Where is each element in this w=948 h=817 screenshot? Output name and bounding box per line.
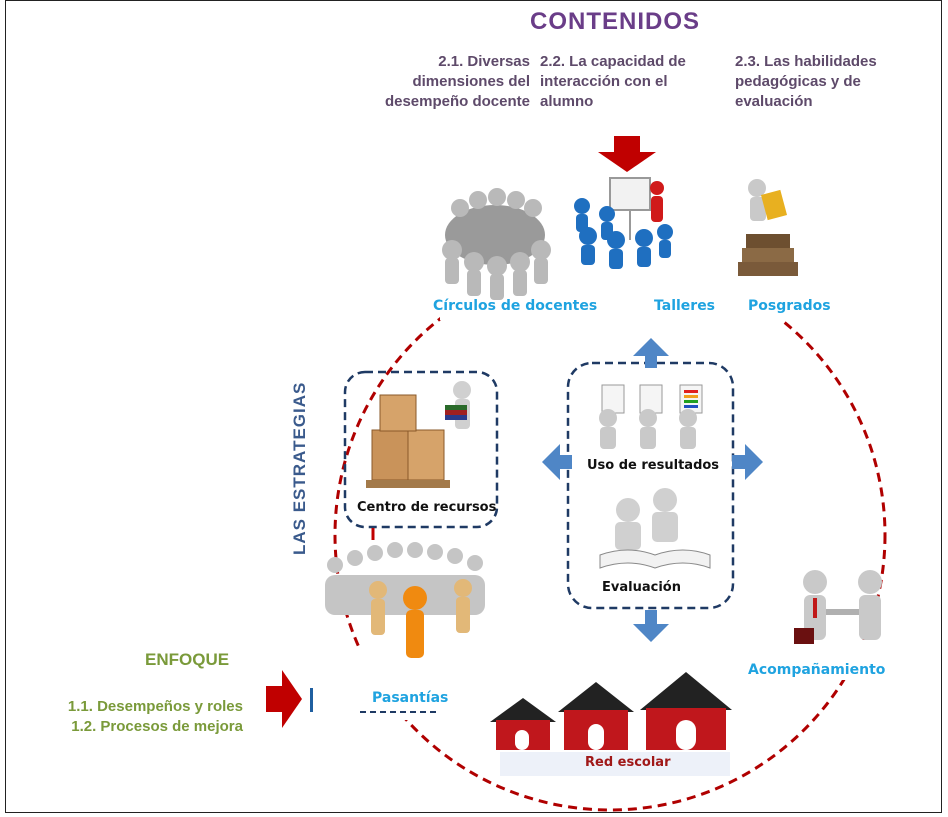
enfoque-item-1: 1.1. Desempeños y roles [67,698,243,715]
results-charts-icon [599,384,703,449]
page-title: CONTENIDOS [530,8,701,35]
arrow-left [542,444,572,480]
boxes-person-icon [366,381,471,488]
arrow-up [633,338,669,368]
label-evaluacion: Evaluación [602,580,681,595]
blue-bar [310,688,313,712]
label-acompanamiento: Acompañamiento [748,662,886,678]
contenido-2-1: 2.1. Diversas dimensiones del desempeño … [384,53,530,110]
pasantias-backdrop [300,650,500,720]
school-house-icon [490,672,732,776]
teacher-board-icon [574,177,673,269]
evaluation-readers-icon [599,488,711,569]
contenido-2-2: 2.2. La capacidad de interacción con el … [540,53,686,110]
label-pasantias: Pasantías [372,690,449,706]
strategies-vertical-title: LAS ESTRATEGIAS [290,381,309,555]
group-circle-icon [442,188,551,300]
arrow-right [732,444,763,480]
contenido-2-3: 2.3. Las habilidades pedagógicas y de ev… [735,53,877,110]
label-talleres: Talleres [654,298,716,314]
reader-books-icon [738,179,798,276]
label-uso-resultados: Uso de resultados [587,458,720,473]
handshake-icon [794,570,882,644]
arrow-down [633,610,669,642]
centro-recursos-box [343,370,499,529]
enfoque-red-arrow [266,670,302,728]
blue-arrows [542,338,763,642]
enfoque-item-2: 1.2. Procesos de mejora [71,718,243,735]
acompanamiento-backdrop [740,640,930,680]
crowd-icon [325,542,485,658]
label-posgrados: Posgrados [748,298,831,314]
enfoque-title: ENFOQUE [145,650,230,669]
label-red-escolar: Red escolar [585,755,671,770]
red-down-arrow [598,136,656,172]
label-centro-recursos: Centro de recursos [357,500,497,515]
label-circulos: Círculos de docentes [433,298,598,314]
